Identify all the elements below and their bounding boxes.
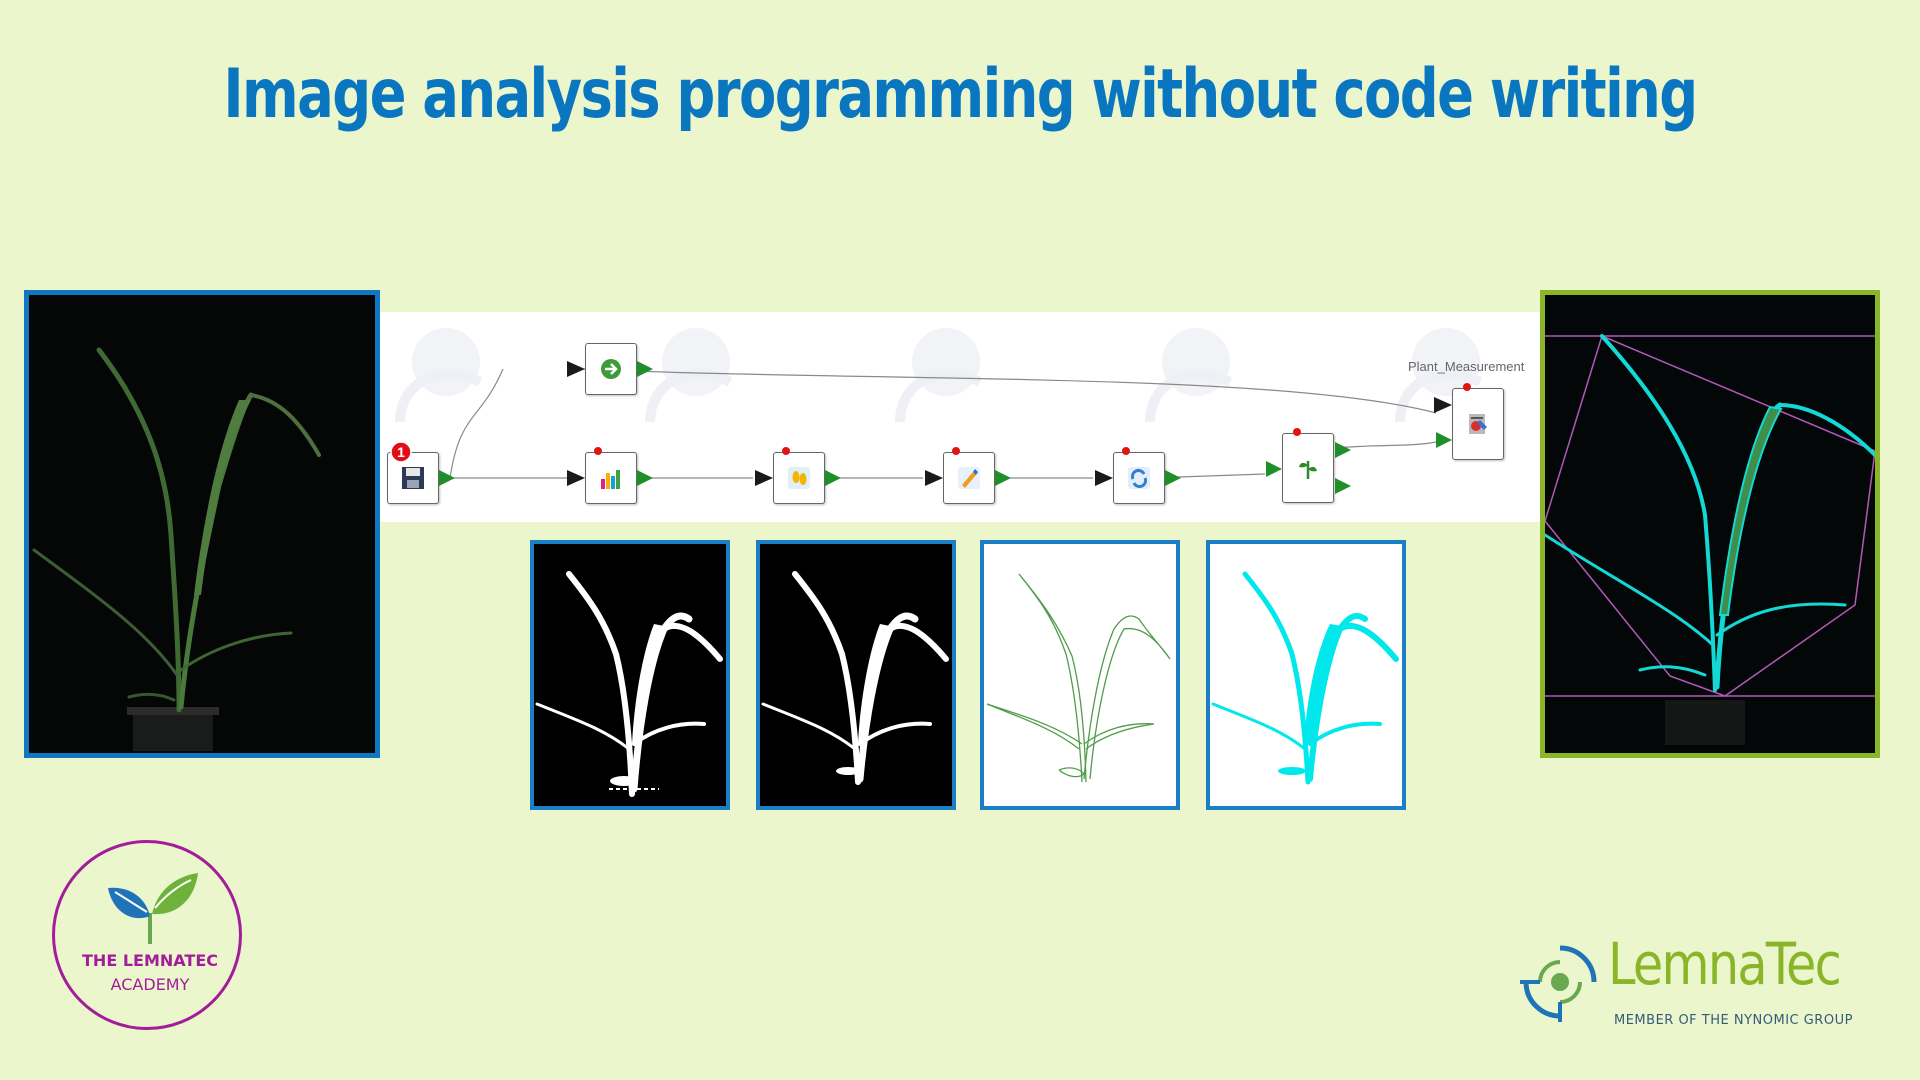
lemnatec-brand-name: LemnaTec	[1608, 930, 1842, 998]
floppy-disk-icon	[402, 467, 424, 489]
binary-mask-thumbnail	[530, 540, 730, 810]
blob-filter-node[interactable]	[773, 452, 825, 504]
pen-icon	[958, 467, 980, 489]
router-node[interactable]	[585, 343, 637, 395]
circular-arrows-icon	[1128, 467, 1150, 489]
cyan-mask-thumbnail	[1206, 540, 1406, 810]
plant-measurement-label: Plant_Measurement	[1408, 359, 1525, 374]
academy-title-line2: ACADEMY	[110, 975, 190, 994]
footprints-icon	[788, 467, 810, 489]
measurement-result-image	[1540, 290, 1880, 758]
pen-tool-node[interactable]	[943, 452, 995, 504]
green-arrow-icon	[601, 359, 621, 379]
color-classifier-node[interactable]	[585, 452, 637, 504]
sprout-icon	[108, 873, 198, 944]
source-plant-image	[24, 290, 380, 758]
lemnatec-brand-tagline: MEMBER OF THE NYNOMIC GROUP	[1614, 1013, 1853, 1028]
cleaned-mask-thumbnail	[756, 540, 956, 810]
lemnatec-academy-logo: THE LEMNATEC ACADEMY	[52, 840, 242, 1030]
report-icon	[1469, 414, 1487, 434]
outline-thumbnail	[980, 540, 1180, 810]
svg-text:1: 1	[397, 444, 405, 460]
slide-title: Image analysis programming without code …	[223, 55, 1698, 134]
refine-node[interactable]	[1113, 452, 1165, 504]
error-badge: 1	[390, 441, 412, 463]
plant-icon	[1299, 461, 1317, 479]
lemnatec-target-icon	[1520, 945, 1597, 1022]
color-histogram-icon	[601, 470, 620, 489]
academy-title-line1: THE LEMNATEC	[82, 951, 218, 970]
plant-split-node[interactable]	[1282, 433, 1334, 503]
plant-measurement-node[interactable]	[1452, 388, 1504, 460]
